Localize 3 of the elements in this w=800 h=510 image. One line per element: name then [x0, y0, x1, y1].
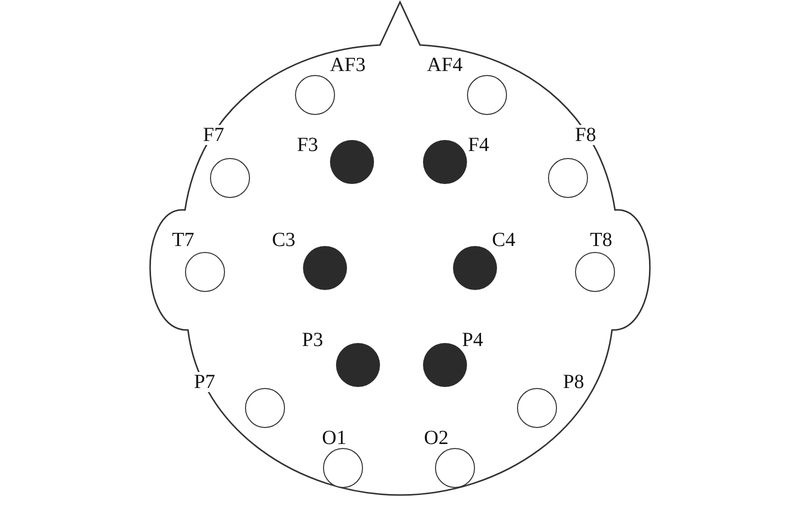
electrode-label: F8 [575, 125, 596, 145]
electrode-label: P7 [194, 372, 216, 392]
electrode-label: F7 [203, 125, 224, 145]
